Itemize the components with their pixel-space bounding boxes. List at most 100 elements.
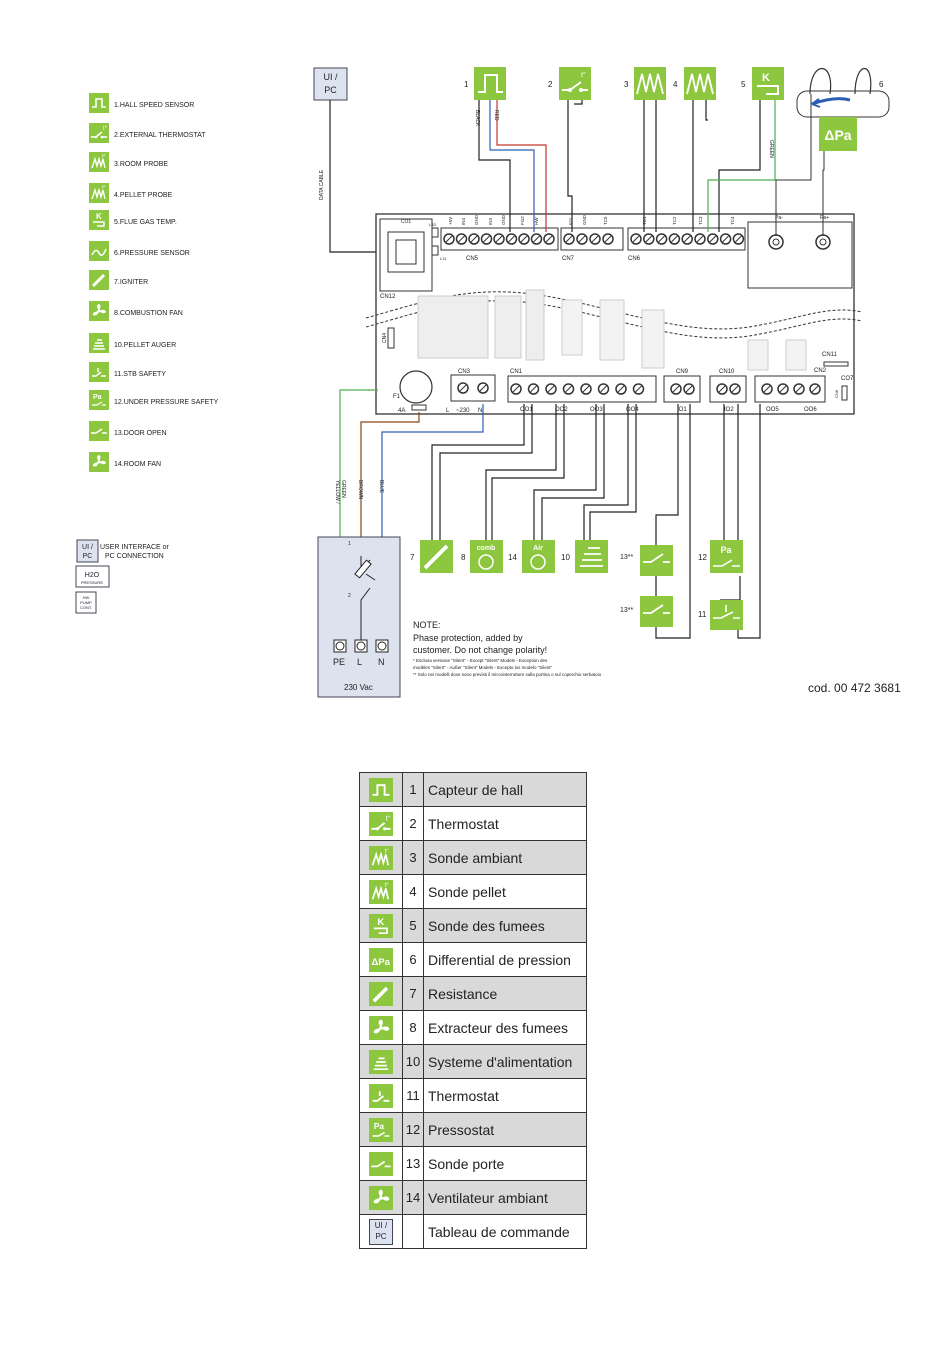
- device-room-probe: 3: [624, 67, 666, 100]
- table-icon-cell: [359, 942, 403, 977]
- output-label: IO2: [724, 407, 734, 413]
- fan-icon: [89, 301, 109, 321]
- table-num: 6: [402, 942, 424, 977]
- svg-text:BROWN: BROWN: [357, 480, 363, 500]
- table-label: Thermostat: [423, 1078, 587, 1113]
- cn1-label: CN1: [510, 369, 523, 375]
- svg-text:Air: Air: [533, 545, 543, 552]
- cn7-label: CN7: [562, 256, 575, 262]
- svg-text:RED: RED: [493, 110, 499, 121]
- svg-text:H2O: H2O: [85, 572, 100, 579]
- table-icon-cell: [359, 1146, 403, 1181]
- device-hall-sensor: 1: [464, 67, 506, 100]
- pin-label: GND: [582, 214, 587, 225]
- table-label: Capteur de hall: [423, 772, 587, 807]
- table-num: 11: [402, 1078, 424, 1113]
- pin-label: GND: [474, 214, 479, 225]
- svg-text:ΔPa: ΔPa: [824, 127, 851, 143]
- thermo-icon: [368, 810, 394, 837]
- device-pellet-auger: 10: [561, 540, 608, 573]
- svg-text:UI /: UI /: [82, 544, 93, 551]
- svg-text:4: 4: [673, 80, 678, 89]
- svg-text:13**: 13**: [620, 554, 634, 561]
- table-label: Sonde pellet: [423, 874, 587, 909]
- table-num: [402, 1214, 424, 1249]
- table-icon-cell: [359, 1010, 403, 1045]
- probe-icon: [88, 182, 110, 204]
- table-label: Thermostat: [423, 806, 587, 841]
- legend-item: 11.STB SAFETY: [88, 361, 166, 383]
- svg-text:L11: L11: [440, 256, 447, 261]
- svg-text:GREEN: GREEN: [768, 140, 774, 158]
- stb-icon: [368, 1082, 394, 1109]
- pin-label: IG1: [568, 217, 573, 225]
- svg-text:BLACK: BLACK: [474, 110, 480, 127]
- legend-item: 13.DOOR OPEN: [88, 420, 167, 442]
- legend-label: 1.HALL SPEED SENSOR: [114, 102, 194, 109]
- table-label: Sonde des fumees: [423, 908, 587, 943]
- svg-text:1: 1: [464, 80, 469, 89]
- output-label: OO4: [626, 407, 639, 413]
- svg-text:7: 7: [410, 553, 415, 562]
- svg-text:CN4: CN4: [382, 333, 388, 343]
- svg-text:L33: L33: [429, 222, 436, 227]
- svg-text:PE: PE: [333, 657, 345, 667]
- svg-text:t°: t°: [581, 71, 586, 79]
- device-under-pressure-safety: Pa 12: [698, 540, 743, 573]
- table-icon-cell: [359, 1078, 403, 1113]
- output-label: OO2: [555, 407, 568, 413]
- legend-item: 1.HALL SPEED SENSOR: [88, 92, 194, 114]
- legend-item: 6.PRESSURE SENSOR: [88, 240, 190, 262]
- ui-pc-icon: UI /PC: [369, 1218, 393, 1245]
- table-label: Ventilateur ambiant: [423, 1180, 587, 1215]
- cn5-label: CN5: [466, 256, 479, 262]
- probe-icon: [88, 151, 110, 173]
- data-cable-label: DATA CABLE: [319, 169, 325, 200]
- legend-label: 14.ROOM FAN: [114, 461, 161, 468]
- svg-text:8: 8: [461, 553, 466, 562]
- probe-icon: [368, 878, 394, 905]
- svg-text:PRESSURE: PRESSURE: [81, 580, 103, 585]
- document-code: cod. 00 472 3681: [808, 681, 901, 695]
- svg-text:CN2: CN2: [814, 368, 827, 374]
- svg-text:6: 6: [879, 80, 884, 89]
- power-supply-box: 1 2 PE L N 230 Vac: [317, 536, 401, 698]
- table-icon-cell: [359, 874, 403, 909]
- svg-text:customer. Do not change polari: customer. Do not change polarity!: [413, 645, 547, 655]
- thermo-icon: [88, 122, 110, 144]
- device-door-switch-2: 13**: [620, 596, 673, 627]
- legend-label: 13.DOOR OPEN: [114, 430, 167, 437]
- ui-pc-connector-box: UI / PC: [313, 67, 348, 101]
- table-num: 2: [402, 806, 424, 841]
- ui-icon-line2: PC: [375, 1231, 387, 1241]
- svg-text:NOTE:: NOTE:: [413, 620, 441, 630]
- table-icon-cell: UI /PC: [359, 1214, 403, 1249]
- legend-item: 2.EXTERNAL THERMOSTAT: [88, 122, 206, 144]
- svg-text:* Esclusa versione "Silent" -: * Esclusa versione "Silent" - Except "Si…: [413, 658, 548, 663]
- table-icon-cell: [359, 772, 403, 807]
- table-num: 8: [402, 1010, 424, 1045]
- pin-label: TC5: [603, 216, 608, 225]
- table-label: Sonde porte: [423, 1146, 587, 1181]
- svg-text:3: 3: [624, 80, 629, 89]
- pin-label: IN4: [461, 218, 466, 226]
- ui-desc-1: USER INTERFACE or: [100, 544, 170, 551]
- legend-label: 5.FLUE GAS TEMP.: [114, 219, 177, 226]
- legend-item: 5.FLUE GAS TEMP.: [88, 209, 177, 231]
- legend-label: 11.STB SAFETY: [114, 371, 166, 378]
- legend-item: 3.ROOM PROBE: [88, 151, 168, 173]
- pressure-icon: [88, 240, 110, 262]
- fluegas-icon: [368, 912, 394, 939]
- svg-text:** Solo nei modelli dove sono: ** Solo nei modelli dove sono previsti i…: [413, 672, 602, 677]
- table-icon-cell: [359, 840, 403, 875]
- svg-text:L: L: [357, 657, 362, 667]
